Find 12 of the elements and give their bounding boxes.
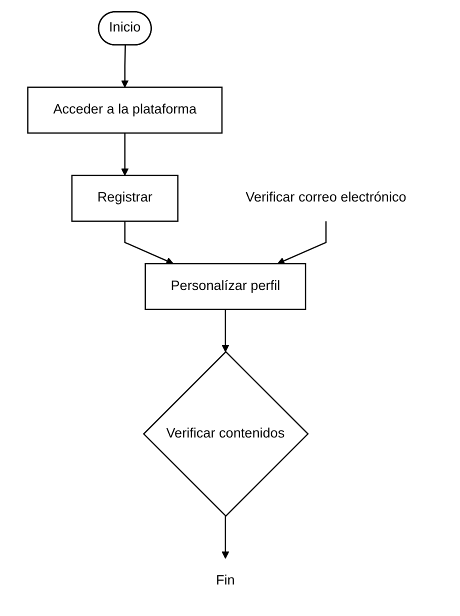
- node-diamond: Verificar contenidos: [143, 350, 310, 517]
- arrow: [124, 221, 174, 264]
- arrow: [121, 133, 129, 176]
- node-box: Registrar: [72, 174, 179, 222]
- arrow: [121, 45, 129, 88]
- node-text: Fin: [216, 574, 236, 588]
- node-box: Personalízar perfil: [144, 263, 306, 310]
- arrow: [222, 516, 230, 559]
- node-text: Verificar correo electrónico: [246, 190, 407, 206]
- node-box: Acceder a la plataforma: [27, 86, 223, 134]
- arrow: [222, 309, 230, 352]
- arrow: [278, 221, 327, 264]
